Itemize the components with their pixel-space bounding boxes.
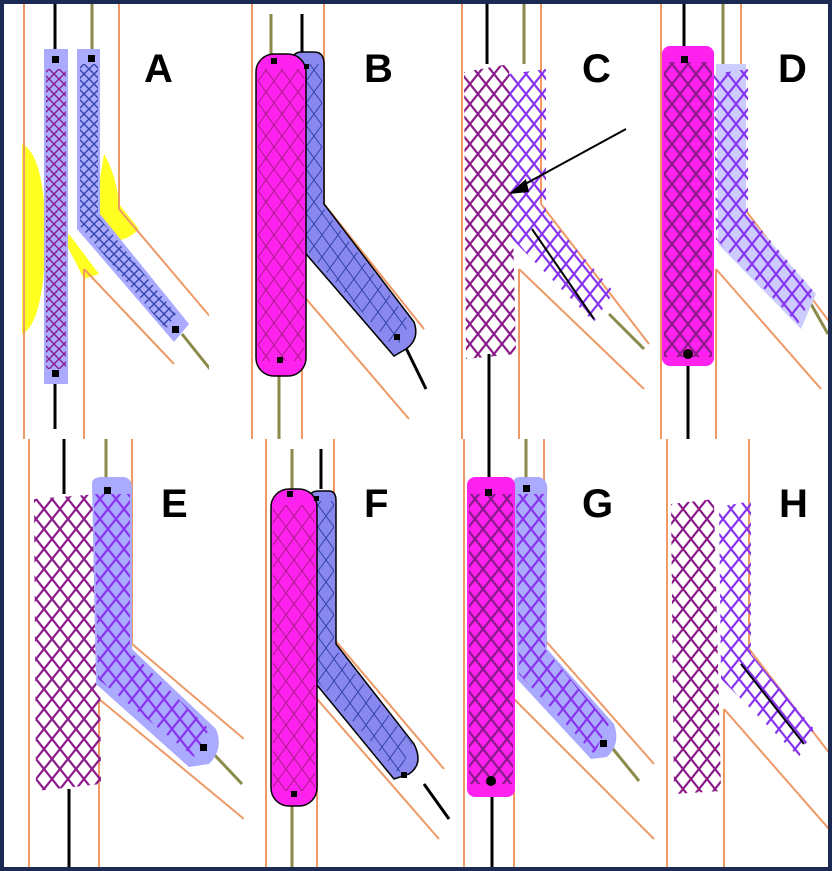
- stent-main: [273, 505, 315, 791]
- marker: [271, 58, 277, 64]
- marker: [523, 485, 530, 492]
- panel-label: A: [144, 49, 173, 89]
- guidewire-side: [609, 744, 639, 781]
- plaque-left: [22, 144, 46, 334]
- marker: [681, 56, 688, 63]
- figure-frame: A: [4, 4, 828, 867]
- marker: [200, 744, 207, 751]
- marker: [304, 64, 309, 69]
- stent-main: [671, 499, 721, 794]
- panel-b-drawing: [234, 4, 439, 439]
- stent-main: [464, 64, 516, 359]
- marker: [600, 740, 607, 747]
- panel-a-drawing: [4, 4, 209, 439]
- marker: [394, 334, 400, 340]
- panel-a: A: [4, 4, 209, 439]
- marker: [172, 326, 179, 333]
- marker: [401, 772, 407, 778]
- panel-label: G: [582, 484, 613, 524]
- guidewire-side: [424, 784, 449, 819]
- stent-main: [46, 69, 66, 369]
- panel-c-drawing: [454, 4, 654, 439]
- marker: [52, 56, 59, 63]
- marker: [88, 55, 95, 62]
- marker: [486, 776, 496, 786]
- panel-g: G: [459, 439, 659, 867]
- panel-label: B: [364, 49, 393, 89]
- guidewire-side: [404, 344, 426, 389]
- marker: [485, 489, 492, 496]
- guidewire-side: [182, 334, 209, 374]
- panel-g-drawing: [459, 439, 659, 867]
- panel-label: C: [582, 49, 611, 89]
- stent-side: [714, 69, 814, 324]
- panel-c: C: [454, 4, 654, 439]
- marker: [683, 349, 693, 359]
- marker: [277, 357, 283, 363]
- panel-label: F: [364, 484, 388, 524]
- stent-main: [664, 62, 712, 357]
- marker: [287, 491, 293, 497]
- stent-main: [34, 494, 101, 791]
- panel-b: B: [234, 4, 439, 439]
- panel-f-drawing: [254, 439, 459, 867]
- stent-main: [469, 494, 513, 784]
- stent-main: [258, 69, 304, 361]
- marker: [314, 496, 319, 501]
- panel-e: E: [4, 439, 244, 867]
- panel-f: F: [254, 439, 459, 867]
- stent-side: [94, 494, 209, 757]
- panel-label: E: [161, 484, 188, 524]
- panel-divider: [4, 437, 828, 439]
- marker: [291, 791, 297, 797]
- stent-side: [80, 64, 176, 329]
- panel-e-drawing: [4, 439, 244, 867]
- panel-label: H: [779, 484, 808, 524]
- stent-side: [509, 69, 614, 322]
- marker: [104, 487, 111, 494]
- marker: [52, 370, 59, 377]
- panel-d: D: [656, 4, 828, 439]
- panel-label: D: [778, 49, 807, 89]
- panel-h: H: [659, 439, 828, 867]
